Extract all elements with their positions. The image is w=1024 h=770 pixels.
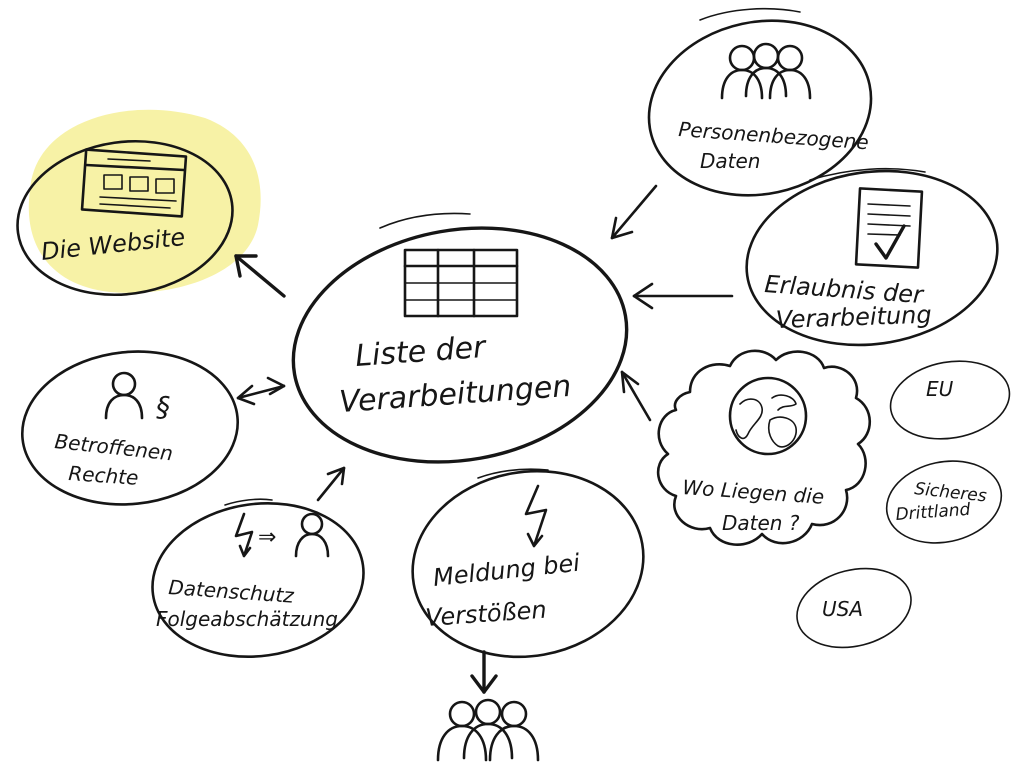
node-center: Liste der Verarbeitungen xyxy=(291,212,629,464)
arrow-rights-center xyxy=(236,376,286,406)
document-check-icon xyxy=(854,187,924,269)
node-eu: EU xyxy=(889,360,1011,440)
node-personal-data: Personenbezogene Daten xyxy=(647,7,873,197)
lightning-person-icon: ⇒ xyxy=(234,512,330,558)
bottom-people-group xyxy=(436,698,540,762)
node-usa: USA xyxy=(796,567,912,649)
permission-line2: Verarbeitung xyxy=(775,301,932,334)
location-line1: Wo Liegen die xyxy=(682,475,825,509)
permission-ellipse xyxy=(745,169,999,347)
usa-label: USA xyxy=(822,597,863,621)
rights-paragraph-symbol: § xyxy=(156,390,170,423)
node-rights: § Betroffenen Rechte xyxy=(20,350,240,506)
breach-line2: Verstößen xyxy=(424,596,547,632)
browser-window-icon xyxy=(80,148,188,218)
usa-ellipse xyxy=(796,567,912,649)
website-highlight xyxy=(28,109,261,293)
eu-label: EU xyxy=(926,377,954,401)
arrow-from-permission xyxy=(632,282,734,310)
center-line1: Liste der xyxy=(354,330,488,374)
third-country-line2: Drittland xyxy=(895,500,971,525)
location-line2: Daten ? xyxy=(722,511,800,535)
impact-line1: Datenschutz xyxy=(168,575,295,608)
arrow-to-people xyxy=(470,650,498,694)
node-impact: ⇒ Datenschutz Folgeabschätzung xyxy=(151,498,365,658)
rights-line1: Betroffenen xyxy=(53,429,174,465)
impact-line2: Folgeabschätzung xyxy=(156,607,338,631)
website-ellipse xyxy=(16,139,234,297)
rights-line2: Rechte xyxy=(68,461,140,490)
third-country-ellipse xyxy=(885,460,1003,544)
node-third-country: Sicheres Drittland xyxy=(885,460,1003,544)
center-ellipse xyxy=(291,226,629,464)
personal-data-ellipse xyxy=(647,19,873,197)
arrow-from-location xyxy=(620,370,652,422)
node-website: Die Website xyxy=(16,109,261,297)
people-group-icon xyxy=(720,42,812,100)
impact-ellipse xyxy=(151,502,365,658)
node-location: Wo Liegen die Daten ? xyxy=(656,349,871,546)
impact-arrow-glyph: ⇒ xyxy=(258,525,276,550)
personal-data-line2: Daten xyxy=(700,149,760,173)
breach-ellipse xyxy=(411,469,645,659)
location-cloud xyxy=(656,349,871,546)
table-grid-icon xyxy=(403,248,519,318)
arrow-from-impact xyxy=(316,466,346,502)
node-breach: Meldung bei Verstößen xyxy=(411,468,645,659)
node-permission: Erlaubnis der Verarbeitung xyxy=(745,167,999,347)
lightning-icon xyxy=(524,484,548,548)
person-icon xyxy=(104,371,144,420)
people-group-icon xyxy=(436,698,540,762)
center-line2: Verarbeitungen xyxy=(338,369,572,420)
eu-ellipse xyxy=(889,360,1011,440)
arrow-from-personal-data xyxy=(610,184,658,240)
breach-line1: Meldung bei xyxy=(432,549,582,592)
globe-icon xyxy=(728,376,808,456)
arrows xyxy=(234,184,734,694)
arrow-to-website xyxy=(234,254,286,298)
